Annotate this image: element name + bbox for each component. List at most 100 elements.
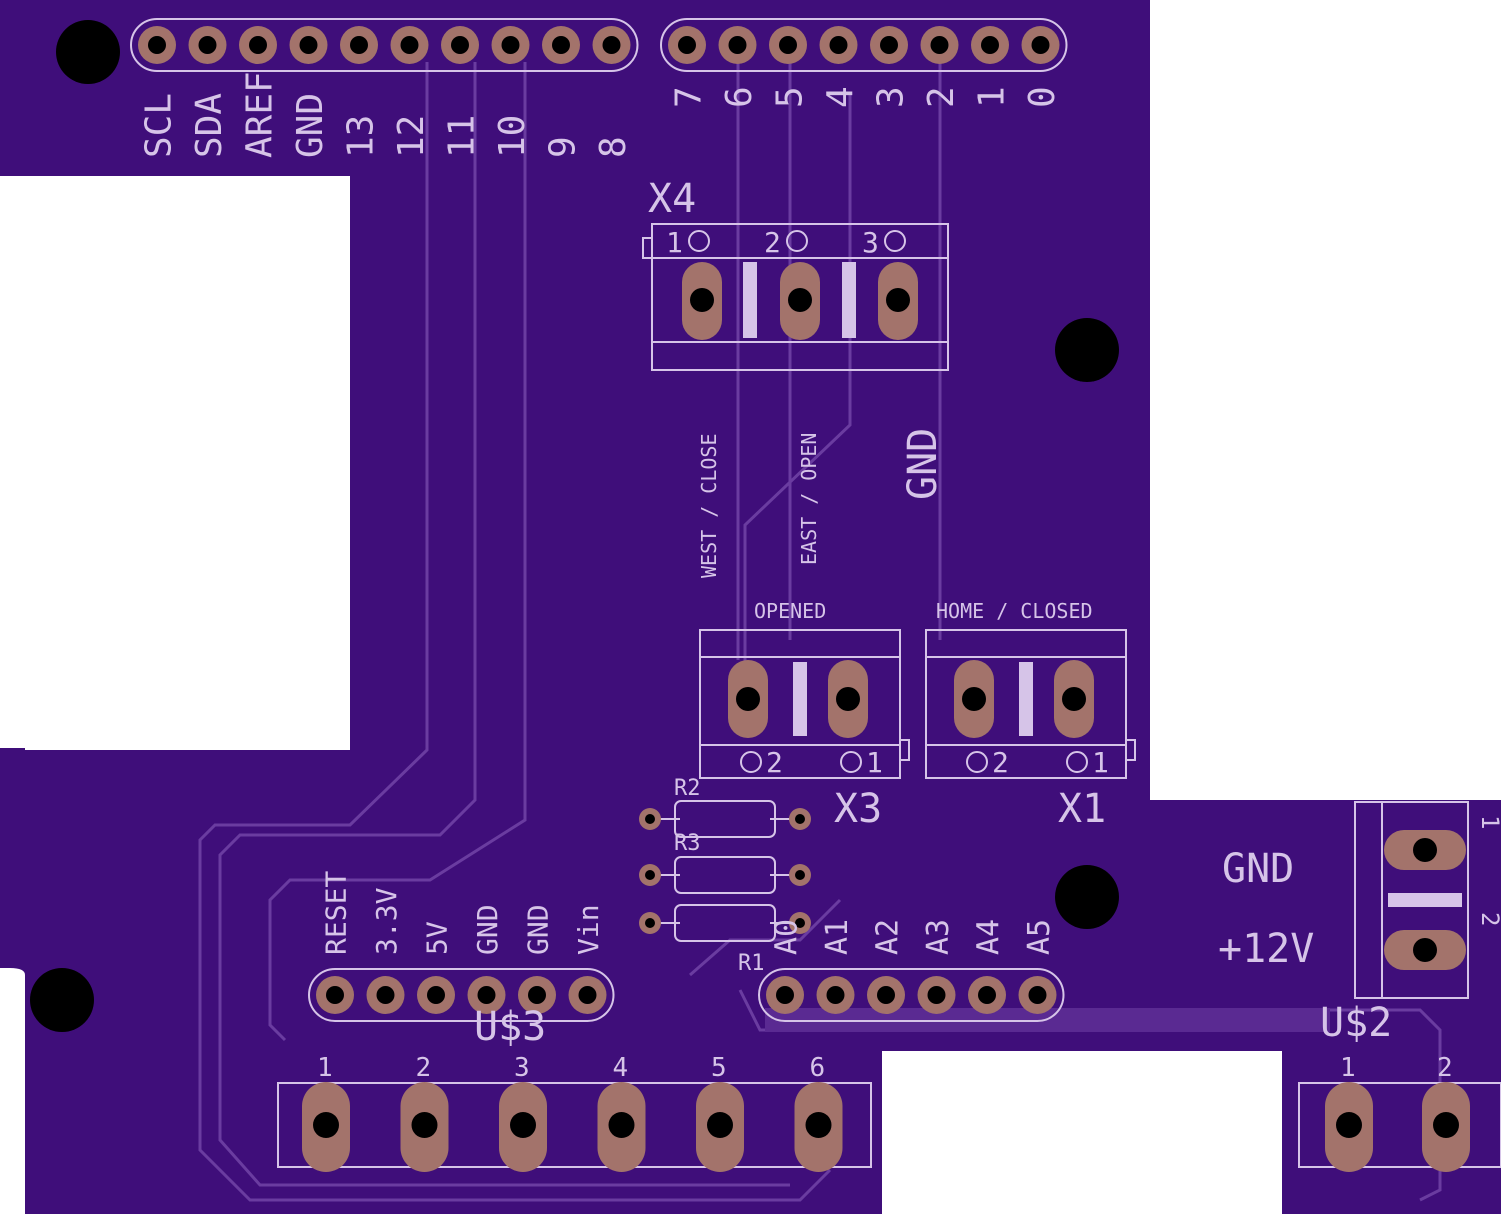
header-top-left-drill <box>299 36 318 54</box>
u3-drill <box>608 1112 635 1138</box>
header-analog-drill <box>776 986 794 1004</box>
x3-pin-marker <box>740 751 762 773</box>
u2-drill <box>1336 1112 1362 1138</box>
header-analog-label: A5 <box>1022 919 1057 955</box>
x4-pin-label: 3 <box>862 226 879 259</box>
x4-pin-marker <box>688 230 710 252</box>
u2-pads <box>1325 1082 1470 1172</box>
resistor-label: R3 <box>674 831 701 856</box>
power-label-gnd: GND <box>1222 846 1294 892</box>
mounting-hole <box>1055 318 1119 382</box>
x1-drill <box>1062 687 1086 711</box>
header-analog-drill <box>877 986 895 1004</box>
x3-name: X3 <box>834 786 882 832</box>
header-power-outline <box>308 968 615 1022</box>
resistor-label: R1 <box>738 951 765 976</box>
x3-pin-marker <box>840 751 862 773</box>
mounting-hole <box>56 20 120 84</box>
header-top-left-label: 9 <box>543 136 584 158</box>
u2-name: U$2 <box>1320 1000 1392 1046</box>
x4-wire-label-west: WEST / CLOSE <box>697 434 721 579</box>
header-top-right-label: 5 <box>770 86 811 108</box>
u3-drill <box>707 1112 733 1138</box>
mounting-hole <box>30 968 94 1032</box>
u3-drill <box>805 1112 832 1138</box>
u3-drill <box>411 1112 438 1138</box>
header-top-left-drill <box>602 36 621 54</box>
x4-pin-label: 2 <box>764 226 781 259</box>
u3-drill <box>313 1112 339 1138</box>
header-top-right-drill <box>930 36 949 54</box>
u3-pin-label: 1 <box>317 1053 333 1083</box>
u3-drill <box>510 1112 536 1138</box>
header-analog-drill <box>927 986 946 1004</box>
x3-drill <box>736 687 760 711</box>
header-top-right-label: 2 <box>921 86 962 108</box>
header-top-right-drill <box>779 36 797 54</box>
header-top-left-drill <box>501 36 520 54</box>
x3-pads <box>728 660 868 738</box>
header-top-left-drill <box>552 36 570 54</box>
header-top-right-drill <box>981 36 999 54</box>
u2-drill <box>1433 1112 1459 1138</box>
u3-pin-label: 3 <box>514 1053 530 1083</box>
header-top-right-drill <box>678 36 696 54</box>
header-top-left-outline <box>130 18 639 72</box>
header-top-left-drill <box>249 36 267 54</box>
header-analog-label: A2 <box>870 919 905 955</box>
header-top-right-drill <box>728 36 747 54</box>
resistor-body <box>674 800 776 838</box>
x1-caption: HOME / CLOSED <box>936 599 1093 623</box>
header-top-right-label: 4 <box>820 86 861 108</box>
x4-pads <box>682 262 918 340</box>
header-top-left-label: AREF <box>240 71 281 158</box>
resistor-drill <box>645 918 655 928</box>
header-top-right-label: 6 <box>719 86 760 108</box>
header-analog-label: A4 <box>971 919 1006 955</box>
header-top-right-outline <box>660 18 1068 72</box>
power-connector: GND +12V 1 2 <box>1218 801 1501 999</box>
header-top-left-drill <box>148 36 166 54</box>
header-top-right-label: 1 <box>972 86 1013 108</box>
header-power-drill <box>326 986 344 1004</box>
x4-wire-label-east: EAST / OPEN <box>797 433 821 565</box>
header-analog-label: A1 <box>820 919 855 955</box>
x4-drill <box>886 288 910 312</box>
header-top-left-label: 8 <box>593 136 634 158</box>
header-top-right-label: 3 <box>871 86 912 108</box>
header-top-right-drill <box>1031 36 1050 54</box>
header-power-label: GND <box>471 904 504 955</box>
header-power-label: RESET <box>320 871 353 955</box>
x1-pin-label: 1 <box>1092 746 1109 779</box>
u2-pin-label: 2 <box>1437 1053 1453 1083</box>
x3-pin-label: 2 <box>766 746 783 779</box>
x4-wire-label-gnd: GND <box>900 428 946 500</box>
header-analog-drill <box>826 986 845 1004</box>
resistor-drill <box>795 870 805 880</box>
x4-name: X4 <box>648 176 696 222</box>
mounting-hole <box>1055 865 1119 929</box>
resistor-drill <box>795 814 805 824</box>
header-power-drill <box>578 986 597 1004</box>
header-power-label: 3.3V <box>370 887 403 955</box>
header-top-left-drill <box>350 36 368 54</box>
header-top-left-label: SCL <box>139 93 180 158</box>
header-top-left-drill <box>400 36 419 54</box>
resistor-body <box>674 904 776 942</box>
x4-pin-marker <box>786 230 808 252</box>
header-power-drill <box>376 986 395 1004</box>
x1-pin-label: 2 <box>992 746 1009 779</box>
header-analog-label: A3 <box>921 919 956 955</box>
u3-name: U$3 <box>474 1004 546 1050</box>
header-top-left-label: 13 <box>341 115 382 158</box>
